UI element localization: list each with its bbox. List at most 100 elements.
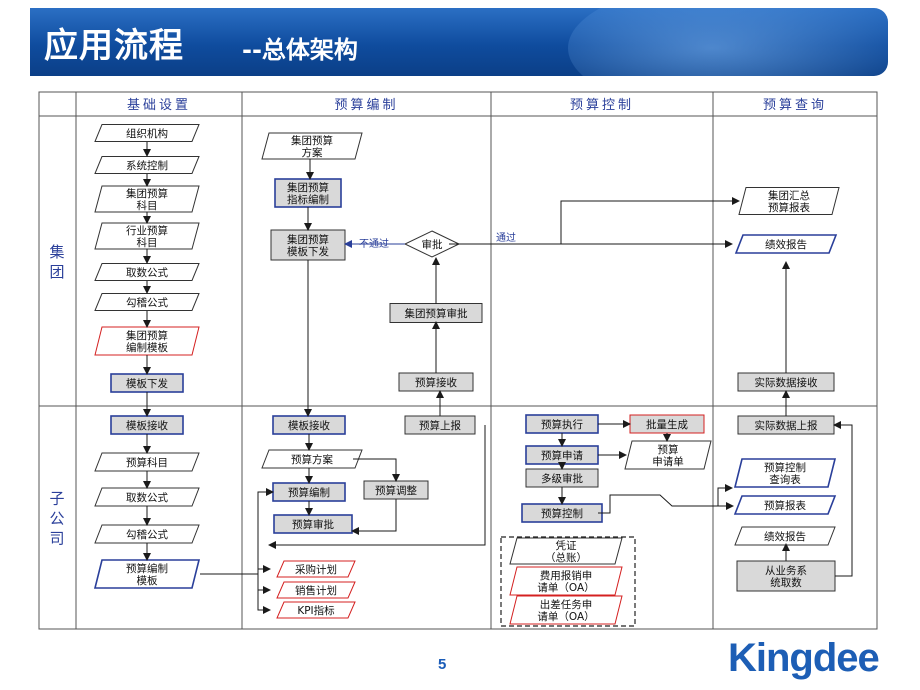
node-jxbg1: 绩效报告 [734,234,838,254]
node-plsc: 批量生成 [629,414,705,434]
node-label: 取数公式 [126,491,168,504]
node-mbjs1: 模板接收 [110,415,184,435]
edge-arrow [268,425,486,549]
node-yszx: 预算执行 [525,414,599,434]
node-djsp: 多级审批 [525,468,599,488]
node-label: 凭证 [556,539,577,552]
node-yssb: 预算上报 [404,415,476,435]
node-shape [94,263,200,281]
node-zzjg: 组织机构 [94,124,200,142]
node-shape [733,495,837,515]
node-label: 模板下发 [126,377,168,390]
node-label: 集团预算 [126,187,168,200]
node-label: 请单（OA） [537,581,594,594]
node-shape [509,537,623,565]
node-gjgs2: 勾稽公式 [94,524,200,544]
node-label: 集团预算 [287,181,329,194]
node-label: 采购计划 [295,563,337,576]
column-header: 预算查询 [763,98,827,113]
node-sjsjjs: 实际数据接收 [737,372,835,392]
node-label: 审批 [422,238,443,251]
node-shape [94,452,200,472]
node-label: 销售计划 [295,584,337,597]
edge-arrow [257,574,271,614]
node-label: 绩效报告 [765,238,807,251]
edge-label-butongguo: 不通过 [359,237,389,250]
node-label: 模板 [137,574,158,587]
node-kpi: KPI指标 [276,601,356,619]
page-title: 应用流程 [44,26,184,66]
node-shape [94,487,200,507]
node-label: 集团预算 [126,329,168,342]
node-label: 实际数据接收 [755,376,818,389]
node-label: 预算编制 [126,562,168,575]
node-shape [733,458,837,488]
node-label: 编制模板 [126,341,168,354]
node-yssq: 预算申请 [525,445,599,465]
node-label: 费用报销申 [540,569,593,582]
node-label: 集团预算 [287,233,329,246]
node-shape [274,178,342,208]
node-label: 绩效报告 [764,530,806,543]
node-shape [94,185,200,213]
node-shape [270,229,346,261]
node-qsgs1: 取数公式 [94,263,200,281]
node-shape [276,601,356,619]
node-xsjh: 销售计划 [276,581,356,599]
node-label: 预算上报 [419,419,461,432]
kingdee-logo: Kingdee [728,636,880,680]
node-shape [261,449,363,469]
node-label: 集团预算审批 [405,307,468,320]
node-shape [738,187,840,215]
node-label: 预算 [658,443,679,456]
node-yskm: 预算科目 [94,452,200,472]
node-label: 勾稽公式 [126,528,168,541]
node-cgjh: 采购计划 [276,560,356,578]
title-banner: 应用流程 --总体架构 [30,8,888,76]
edge-arrow [449,197,740,245]
node-shape [276,581,356,599]
node-label: 系统控制 [126,159,168,172]
node-yssp: 预算审批 [273,514,353,534]
edge-arrow [351,499,397,535]
node-pz: 凭证（总账） [509,537,623,565]
node-label: 勾稽公式 [126,296,168,309]
node-shape [734,526,836,546]
node-ysjs: 预算接收 [398,372,474,392]
edge-arrow [598,484,733,514]
node-label: 模板接收 [126,419,168,432]
column-header: 预算编制 [334,98,398,113]
nodes-layer: 组织机构系统控制集团预算科目行业预算科目取数公式勾稽公式集团预算编制模板模板下发… [93,124,840,625]
node-shape [261,132,363,160]
node-label: （总账） [545,551,587,564]
node-label: 统取数 [770,576,802,589]
node-sjsjsb: 实际数据上报 [737,415,835,435]
node-qsgs2: 取数公式 [94,487,200,507]
node-label: 预算控制 [764,461,806,474]
node-label: 预算调整 [375,484,417,497]
node-shape [94,524,200,544]
node-shape [509,595,623,625]
page-subtitle: --总体架构 [242,36,358,64]
swimlane-grid: 基础设置预算编制预算控制预算查询集团子公司 [38,91,878,630]
node-ysbz: 预算编制 [272,482,346,502]
grid-border [38,91,878,630]
node-label: 预算接收 [415,376,457,389]
node-label: 行业预算 [126,224,168,237]
node-label: 预算审批 [292,518,334,531]
node-yskz: 预算控制 [521,503,603,523]
row-header-char: 集 [49,243,64,261]
node-mbxf: 模板下发 [110,373,184,393]
node-label: 申请单 [652,455,684,468]
